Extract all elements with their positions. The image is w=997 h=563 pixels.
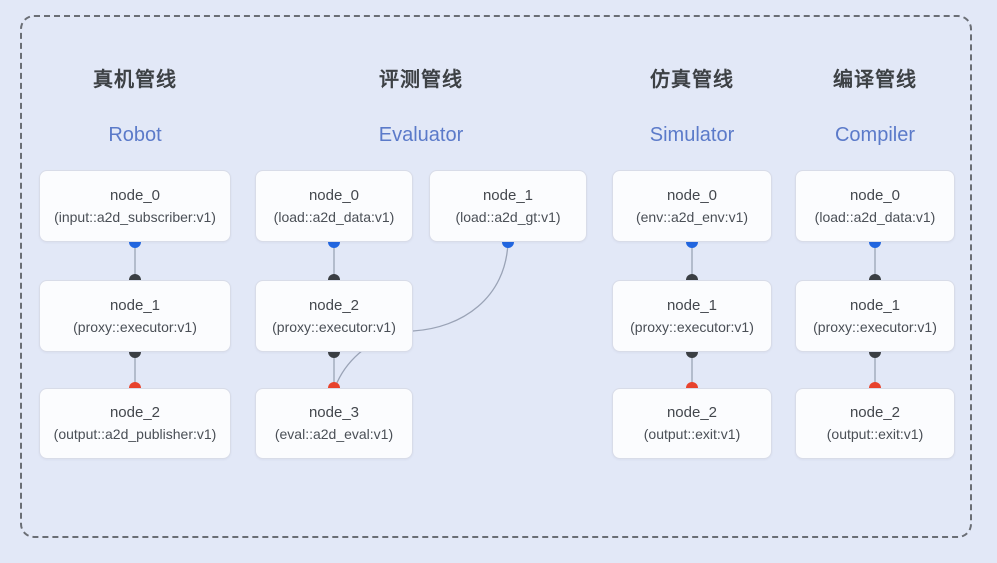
node-evaluator-3: node_3 (eval::a2d_eval:v1) [255, 388, 413, 459]
node-type: (proxy::executor:v1) [813, 318, 937, 335]
node-name: node_0 [308, 186, 360, 204]
node-robot-0: node_0 (input::a2d_subscriber:v1) [39, 170, 231, 242]
node-type: (load::a2d_data:v1) [814, 208, 936, 225]
node-compiler-0: node_0 (load::a2d_data:v1) [795, 170, 955, 242]
pipeline-title-en-compiler: Compiler [834, 124, 916, 146]
pipeline-title-en-robot: Robot [108, 124, 162, 146]
node-evaluator-1: node_1 (load::a2d_gt:v1) [429, 170, 587, 242]
node-type: (proxy::executor:v1) [73, 318, 197, 335]
node-simulator-1: node_1 (proxy::executor:v1) [612, 280, 772, 352]
node-name: node_2 [849, 404, 901, 422]
node-name: node_1 [666, 296, 718, 314]
node-simulator-2: node_2 (output::exit:v1) [612, 388, 772, 459]
node-type: (proxy::executor:v1) [272, 318, 396, 335]
node-name: node_2 [666, 404, 718, 422]
node-name: node_1 [109, 296, 161, 314]
node-name: node_2 [109, 404, 161, 422]
pipeline-title-zh-compiler: 编译管线 [833, 69, 917, 91]
pipeline-title-zh-robot: 真机管线 [93, 69, 177, 91]
pipeline-title-en-evaluator: Evaluator [378, 124, 464, 146]
node-compiler-1: node_1 (proxy::executor:v1) [795, 280, 955, 352]
diagram-dashed-frame [20, 15, 972, 538]
node-evaluator-2: node_2 (proxy::executor:v1) [255, 280, 413, 352]
node-name: node_3 [308, 404, 360, 422]
node-evaluator-0: node_0 (load::a2d_data:v1) [255, 170, 413, 242]
node-robot-1: node_1 (proxy::executor:v1) [39, 280, 231, 352]
node-type: (proxy::executor:v1) [630, 318, 754, 335]
node-type: (output::exit:v1) [826, 426, 924, 443]
node-compiler-2: node_2 (output::exit:v1) [795, 388, 955, 459]
node-type: (eval::a2d_eval:v1) [274, 426, 394, 443]
node-type: (input::a2d_subscriber:v1) [54, 208, 216, 225]
node-type: (output::a2d_publisher:v1) [53, 426, 217, 443]
node-name: node_0 [666, 186, 718, 204]
pipeline-title-zh-simulator: 仿真管线 [650, 69, 734, 91]
node-type: (env::a2d_env:v1) [635, 208, 749, 225]
node-simulator-0: node_0 (env::a2d_env:v1) [612, 170, 772, 242]
node-name: node_1 [482, 186, 534, 204]
node-name: node_1 [849, 296, 901, 314]
node-type: (load::a2d_gt:v1) [455, 208, 561, 225]
node-robot-2: node_2 (output::a2d_publisher:v1) [39, 388, 231, 459]
node-name: node_0 [109, 186, 161, 204]
pipeline-title-en-simulator: Simulator [649, 124, 735, 146]
node-type: (load::a2d_data:v1) [273, 208, 395, 225]
node-name: node_0 [849, 186, 901, 204]
node-name: node_2 [308, 296, 360, 314]
pipeline-title-zh-evaluator: 评测管线 [379, 69, 463, 91]
node-type: (output::exit:v1) [643, 426, 741, 443]
